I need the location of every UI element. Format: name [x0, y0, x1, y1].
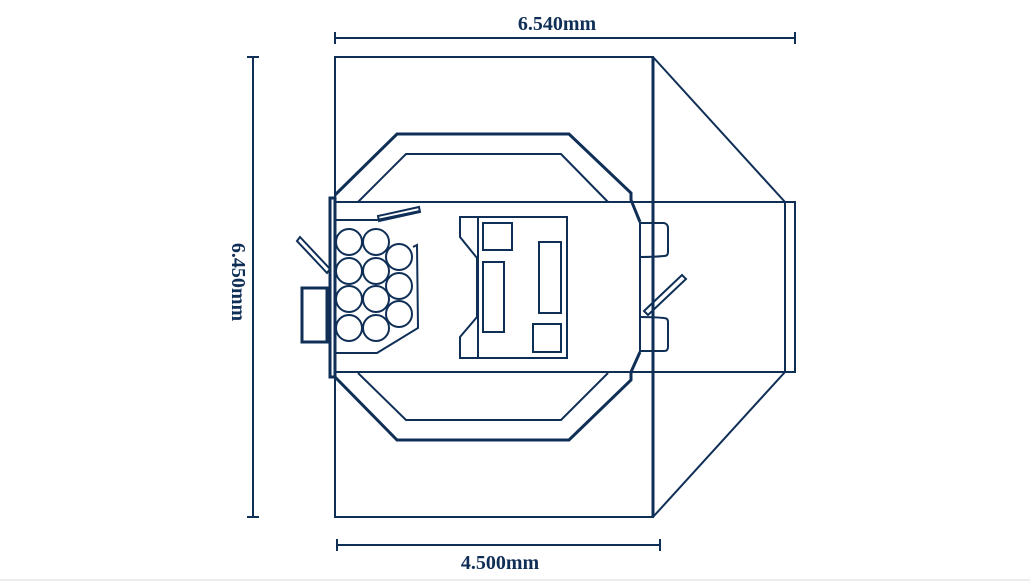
round: [362, 257, 390, 285]
round: [335, 257, 363, 285]
round: [335, 314, 363, 342]
round: [385, 243, 413, 271]
left-wall: [328, 196, 337, 379]
bottom-dimension: [336, 539, 661, 551]
left-lever: [295, 235, 332, 275]
left-dimension: [247, 56, 259, 518]
right-lever: [642, 273, 688, 317]
module-block-1: [482, 222, 513, 251]
round: [362, 228, 390, 256]
lower-bump: [639, 316, 669, 352]
lower-shell-outer: [333, 351, 642, 442]
width-label: 6.540mm: [518, 13, 597, 35]
central-module: [459, 216, 568, 359]
left-port-box: [300, 286, 329, 344]
top-dimension: [334, 32, 796, 44]
magazine-flap: [376, 205, 422, 223]
bottom-width-label: 4.500mm: [461, 552, 540, 574]
height-label: 6.450mm: [227, 243, 249, 322]
lower-taper: [652, 371, 786, 518]
module-block-2: [482, 261, 505, 333]
magazine-top: [335, 210, 421, 221]
magazine-wall: [335, 243, 420, 354]
upper-taper: [652, 56, 786, 203]
round: [385, 300, 413, 328]
lower-shell-inner: [357, 372, 609, 421]
upper-shell-outer: [333, 132, 642, 223]
round: [362, 285, 390, 313]
magazine-rounds: [335, 228, 413, 342]
module-block-3: [538, 241, 562, 314]
module-block-4: [532, 323, 562, 353]
round: [335, 285, 363, 313]
round: [335, 228, 363, 256]
round: [362, 314, 390, 342]
upper-shell-inner: [357, 153, 609, 203]
center-band: [334, 201, 796, 373]
upper-bump: [639, 222, 669, 258]
round: [385, 272, 413, 300]
